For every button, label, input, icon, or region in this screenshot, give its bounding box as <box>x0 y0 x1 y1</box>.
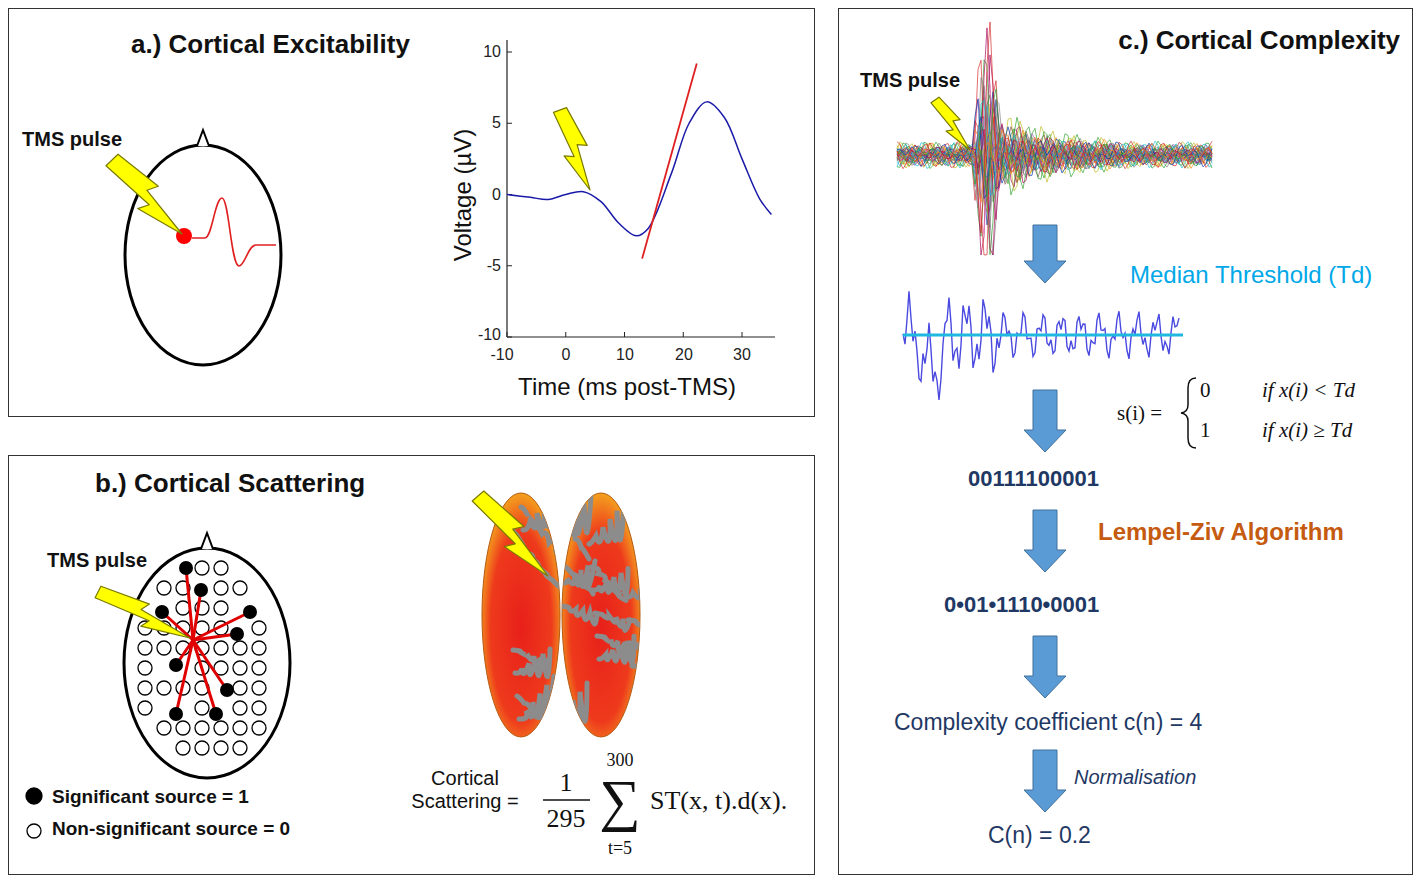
nose <box>197 130 209 146</box>
axis-title: Voltage (µV) <box>449 129 477 262</box>
panel-heading: b.) Cortical Scattering <box>95 468 365 499</box>
panel-heading: c.) Cortical Complexity <box>1118 25 1400 56</box>
result-text: C(n) = 0.2 <box>988 822 1091 849</box>
axis-tick: 10 <box>616 346 634 364</box>
fraction-bar <box>543 799 590 801</box>
lightning-bolt <box>95 586 190 638</box>
flow-arrow <box>1024 750 1066 812</box>
axis-tick: 30 <box>733 346 751 364</box>
legend-entry: Non-significant source = 0 <box>24 818 290 840</box>
step-label: Normalisation <box>1074 766 1196 789</box>
lightning-bolt <box>931 97 970 150</box>
result-text: Complexity coefficient c(n) = 4 <box>894 709 1202 736</box>
flow-arrow <box>1024 510 1066 572</box>
electrode-grid <box>138 561 266 755</box>
formula-number: 1 <box>560 768 573 798</box>
tep-curve <box>507 102 771 236</box>
equation: if x(i) < Td <box>1262 378 1355 403</box>
axis-tick: 0 <box>562 346 571 364</box>
single-channel-signal <box>903 291 1179 400</box>
pulse-label: TMS pulse <box>860 69 960 92</box>
slope-line <box>642 63 697 258</box>
panel-heading: a.) Cortical Excitability <box>131 29 410 60</box>
axis-tick: -10 <box>490 346 513 364</box>
equation: 1 <box>1200 418 1211 443</box>
nose <box>201 533 213 549</box>
formula-symbol: ∑ <box>599 772 640 830</box>
equation: if x(i) ≥ Td <box>1262 418 1352 443</box>
equation: s(i) = <box>1117 401 1162 426</box>
formula-limit: t=5 <box>608 838 632 859</box>
step-label: Median Threshold (Td) <box>1130 261 1372 289</box>
formula-number: 295 <box>547 804 586 834</box>
formula-limit: 300 <box>607 750 634 771</box>
flow-arrow <box>1024 636 1066 698</box>
pulse-label: TMS pulse <box>47 549 147 572</box>
panel-box: b.) Cortical Scattering <box>8 455 815 875</box>
axis-tick: 20 <box>675 346 693 364</box>
lightning-bolt <box>472 491 548 576</box>
legend-text: Non-significant source = 0 <box>52 818 290 840</box>
binary-sequence: 00111100001 <box>968 466 1099 492</box>
legend-marker <box>24 818 44 840</box>
axis-tick: -5 <box>487 257 501 275</box>
evoked-waveform <box>192 198 276 266</box>
eeg-butterfly-plot <box>897 22 1212 255</box>
axis-tick: 10 <box>483 43 501 61</box>
axis-title: Time (ms post-TMS) <box>518 373 736 401</box>
legend-text: Significant source = 1 <box>52 786 249 808</box>
head-outline <box>124 548 290 778</box>
step-label: Lempel-Ziv Algorithm <box>1098 518 1344 546</box>
legend-marker <box>24 786 44 808</box>
lightning-bolt <box>554 108 591 190</box>
axis-tick: 5 <box>492 114 501 132</box>
lightning-bolt <box>106 154 182 234</box>
parsed-sequence: 0•01•1110•0001 <box>944 592 1099 618</box>
panel-box: c.) Cortical Complexity <box>838 8 1413 875</box>
formula-text: ST(x, t).d(x). <box>650 786 787 816</box>
flow-arrow <box>1024 225 1066 283</box>
legend-entry: Significant source = 1 <box>24 786 249 808</box>
axis-tick: -10 <box>478 326 501 344</box>
equation: 0 <box>1200 378 1211 403</box>
threshold-line <box>903 334 1183 337</box>
chart-axes <box>507 40 775 337</box>
flow-arrow <box>1024 390 1066 452</box>
formula-text: Cortical Scattering = <box>405 767 525 813</box>
axis-tick: 0 <box>492 186 501 204</box>
pulse-label: TMS pulse <box>22 128 122 151</box>
brace <box>1181 378 1196 448</box>
panel-box: a.) Cortical Excitability <box>8 8 815 417</box>
